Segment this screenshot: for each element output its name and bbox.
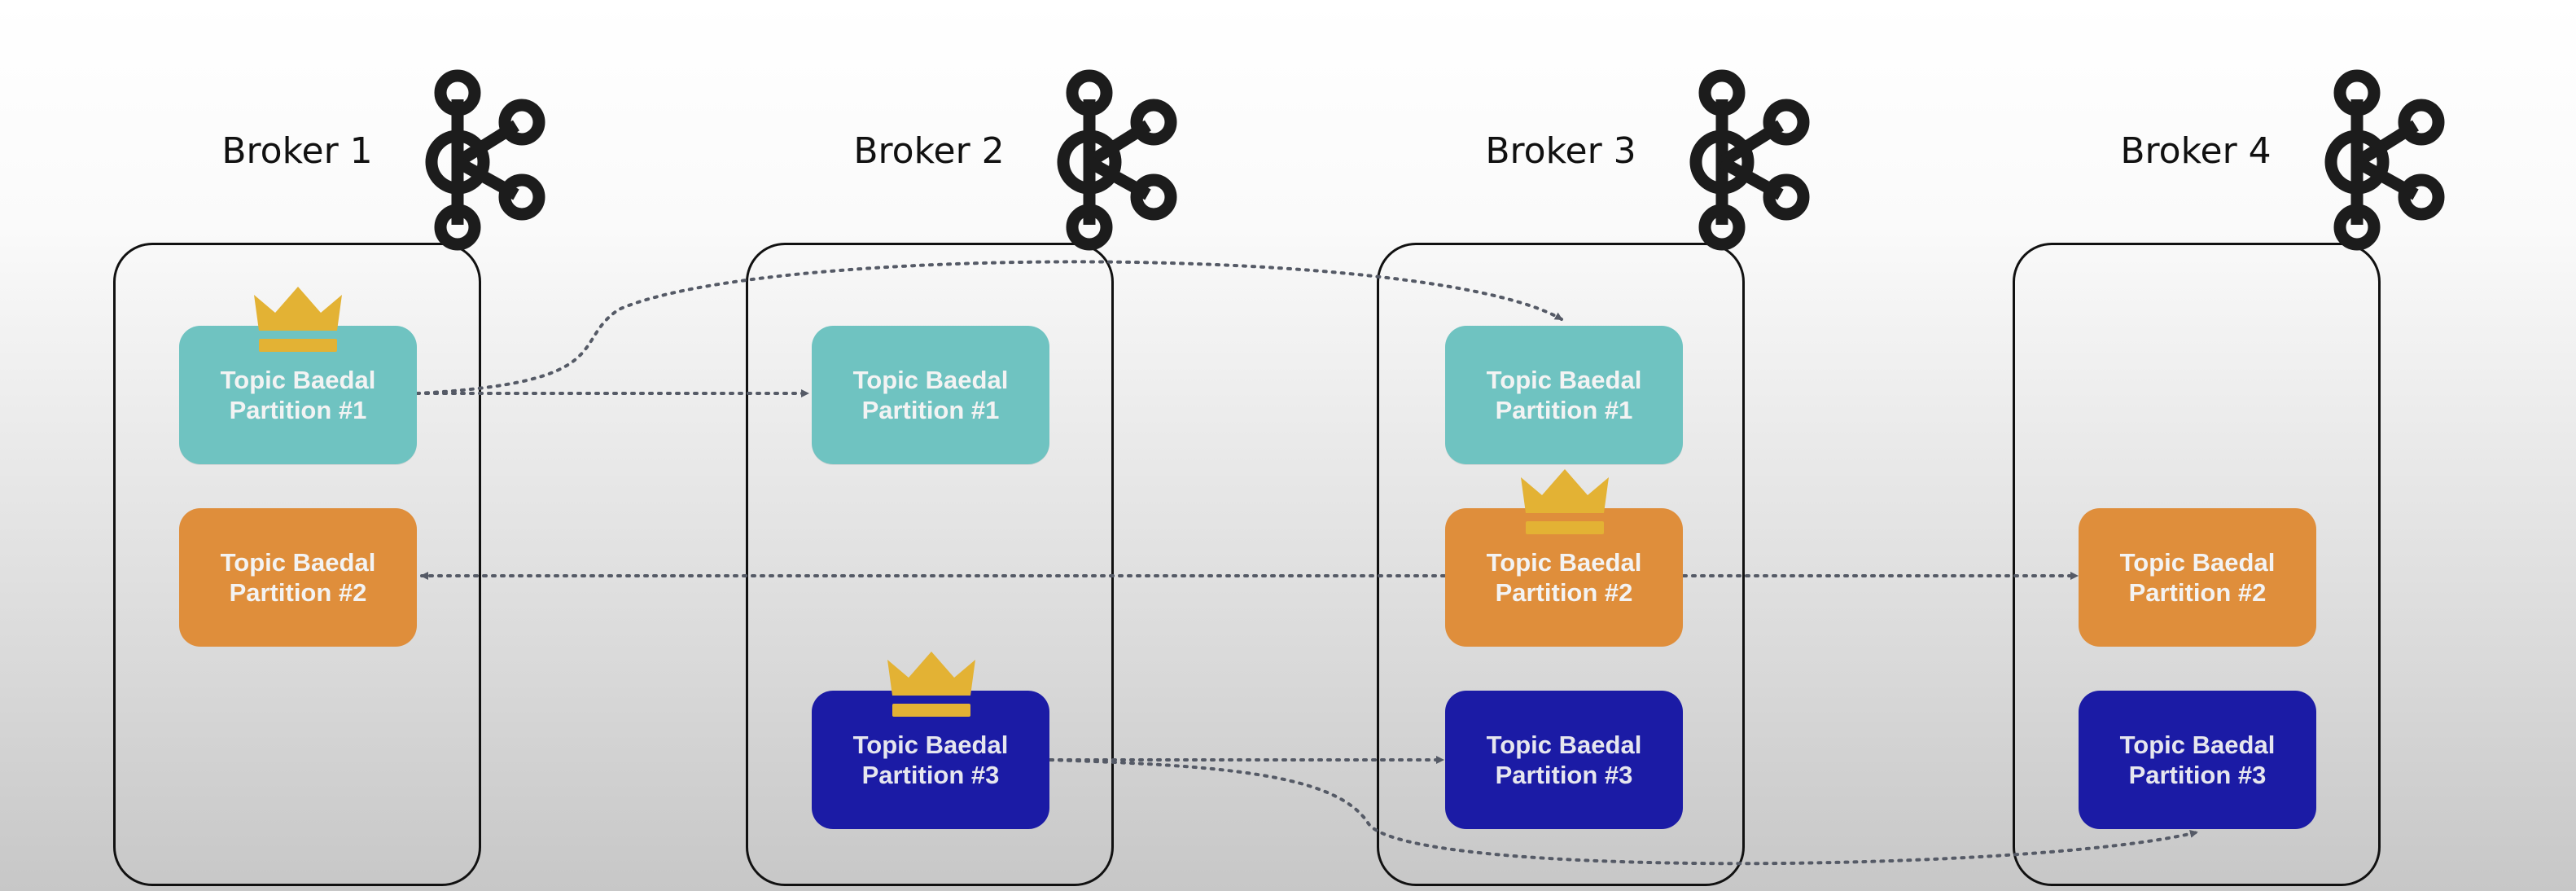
kafka-logo-icon — [1057, 69, 1177, 251]
partition-number-label: Partition #1 — [1495, 396, 1633, 424]
partition-number-label: Partition #2 — [2128, 578, 2267, 607]
kafka-logo-icon — [2324, 69, 2445, 251]
partition-3-broker-3: Topic Baedal Partition #3 — [1445, 691, 1683, 829]
partition-number-label: Partition #3 — [1495, 761, 1633, 789]
broker-box-4 — [2013, 243, 2381, 886]
partition-topic-label: Topic Baedal — [1486, 731, 1642, 759]
broker-title-3: Broker 3 — [1485, 130, 1636, 172]
broker-title-4: Broker 4 — [2120, 130, 2272, 172]
kafka-logo-icon — [1689, 69, 1810, 251]
kafka-logo-icon — [425, 69, 545, 251]
broker-title-1: Broker 1 — [221, 130, 373, 172]
partition-topic-label: Topic Baedal — [2119, 731, 2276, 759]
partition-3-broker-4: Topic Baedal Partition #3 — [2079, 691, 2316, 829]
partition-topic-label: Topic Baedal — [852, 731, 1009, 759]
partition-topic-label: Topic Baedal — [1486, 548, 1642, 577]
partition-topic-label: Topic Baedal — [1486, 366, 1642, 394]
crown-icon — [254, 287, 342, 352]
crown-icon — [1521, 469, 1609, 534]
partition-topic-label: Topic Baedal — [220, 548, 376, 577]
partition-2-broker-1: Topic Baedal Partition #2 — [179, 508, 417, 647]
partition-topic-label: Topic Baedal — [852, 366, 1009, 394]
partition-2-broker-4: Topic Baedal Partition #2 — [2079, 508, 2316, 647]
broker-title-2: Broker 2 — [853, 130, 1005, 172]
broker-box-3 — [1377, 243, 1745, 886]
partition-1-broker-3: Topic Baedal Partition #1 — [1445, 326, 1683, 464]
broker-box-1 — [113, 243, 481, 886]
partition-number-label: Partition #3 — [2128, 761, 2267, 789]
partition-number-label: Partition #2 — [229, 578, 367, 607]
partition-3-broker-2: Topic Baedal Partition #3 — [812, 691, 1049, 829]
partition-topic-label: Topic Baedal — [2119, 548, 2276, 577]
partition-number-label: Partition #1 — [229, 396, 367, 424]
partition-1-broker-2: Topic Baedal Partition #1 — [812, 326, 1049, 464]
broker-box-2 — [746, 243, 1114, 886]
arrow-p1-b1-to-b3 — [415, 260, 1563, 395]
arrow-p3-b2-to-b4 — [1049, 758, 2198, 866]
partition-number-label: Partition #2 — [1495, 578, 1633, 607]
crown-icon — [887, 652, 975, 717]
partition-number-label: Partition #1 — [861, 396, 1000, 424]
partition-topic-label: Topic Baedal — [220, 366, 376, 394]
partition-number-label: Partition #3 — [861, 761, 1000, 789]
